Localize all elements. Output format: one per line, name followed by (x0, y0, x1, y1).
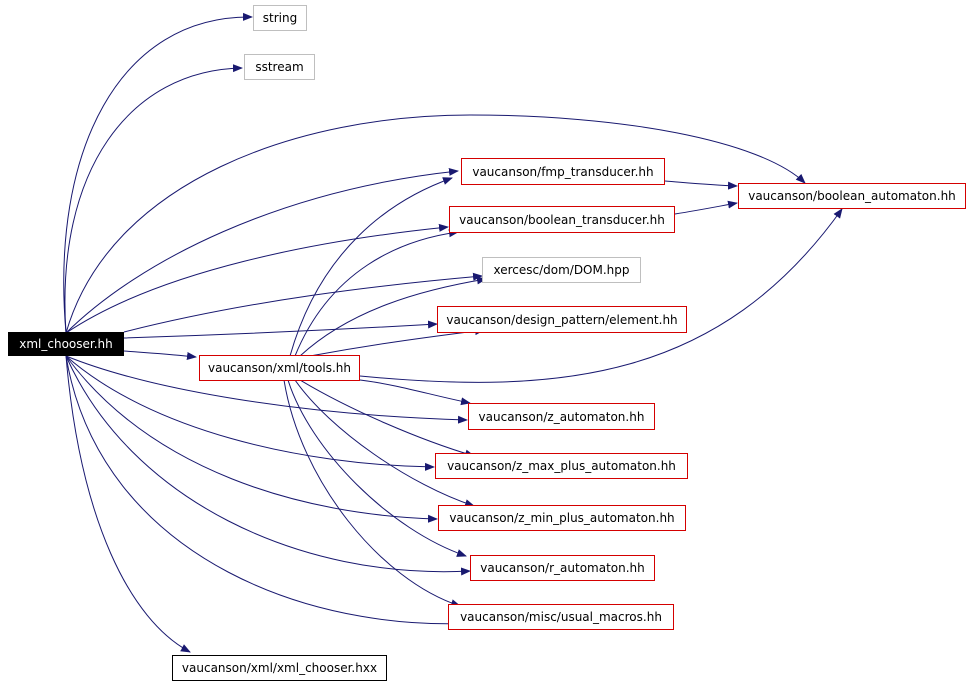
edge-root-xml-chooser-hxx (65, 355, 191, 653)
edge-root-z-min-plus (65, 355, 438, 523)
node-z-min-plus-automaton[interactable]: vaucanson/z_min_plus_automaton.hh (438, 505, 686, 531)
edge-root-element (123, 320, 438, 339)
node-boolean-transducer[interactable]: vaucanson/boolean_transducer.hh (449, 206, 675, 233)
edge-tools-element (309, 327, 485, 357)
node-element[interactable]: vaucanson/design_pattern/element.hh (437, 306, 687, 333)
node-fmp-transducer[interactable]: vaucanson/fmp_transducer.hh (461, 158, 665, 185)
node-string: string (253, 5, 307, 31)
edge-tools-boolean-automaton (359, 208, 843, 383)
edge-root-r-automaton (65, 355, 471, 576)
node-xml-tools[interactable]: vaucanson/xml/tools.hh (199, 355, 360, 381)
edge-root-sstream (64, 64, 243, 334)
node-z-automaton[interactable]: vaucanson/z_automaton.hh (468, 403, 655, 430)
edge-root-fmp-transducer (65, 167, 459, 334)
node-sstream: sstream (244, 54, 315, 80)
node-z-max-plus-automaton[interactable]: vaucanson/z_max_plus_automaton.hh (435, 453, 688, 479)
edge-root-z-max-plus (65, 355, 435, 471)
node-xml-chooser-hxx[interactable]: vaucanson/xml/xml_chooser.hxx (172, 655, 387, 681)
edge-tools-fmp-transducer (289, 177, 453, 357)
node-r-automaton[interactable]: vaucanson/r_automaton.hh (470, 555, 655, 581)
edge-root-boolean-automaton (65, 114, 806, 334)
edge-root-usual-macros (65, 355, 501, 626)
edge-root-boolean-transducer (65, 223, 449, 334)
edge-tools-z-automaton (359, 379, 471, 406)
edge-tools-r-automaton (287, 379, 467, 557)
edge-root-tools (123, 350, 197, 360)
edge-boolean-transducer-boolean-automaton (674, 200, 738, 215)
edge-tools-z-min-plus (294, 379, 475, 507)
node-boolean-automaton[interactable]: vaucanson/boolean_automaton.hh (738, 183, 966, 209)
edge-root-string (63, 12, 253, 334)
edge-fmp-transducer-boolean-automaton (664, 180, 738, 190)
edge-root-dom (123, 272, 483, 333)
edge-tools-z-max-plus (299, 379, 475, 458)
node-usual-macros[interactable]: vaucanson/misc/usual_macros.hh (448, 604, 674, 630)
edge-root-z-automaton (65, 355, 468, 424)
edge-tools-dom (299, 276, 487, 357)
node-xml-chooser-hh: xml_chooser.hh (8, 332, 124, 356)
node-dom: xercesc/dom/DOM.hpp (482, 257, 641, 283)
edge-tools-usual-macros (283, 379, 461, 608)
edge-tools-boolean-transducer (294, 229, 459, 357)
